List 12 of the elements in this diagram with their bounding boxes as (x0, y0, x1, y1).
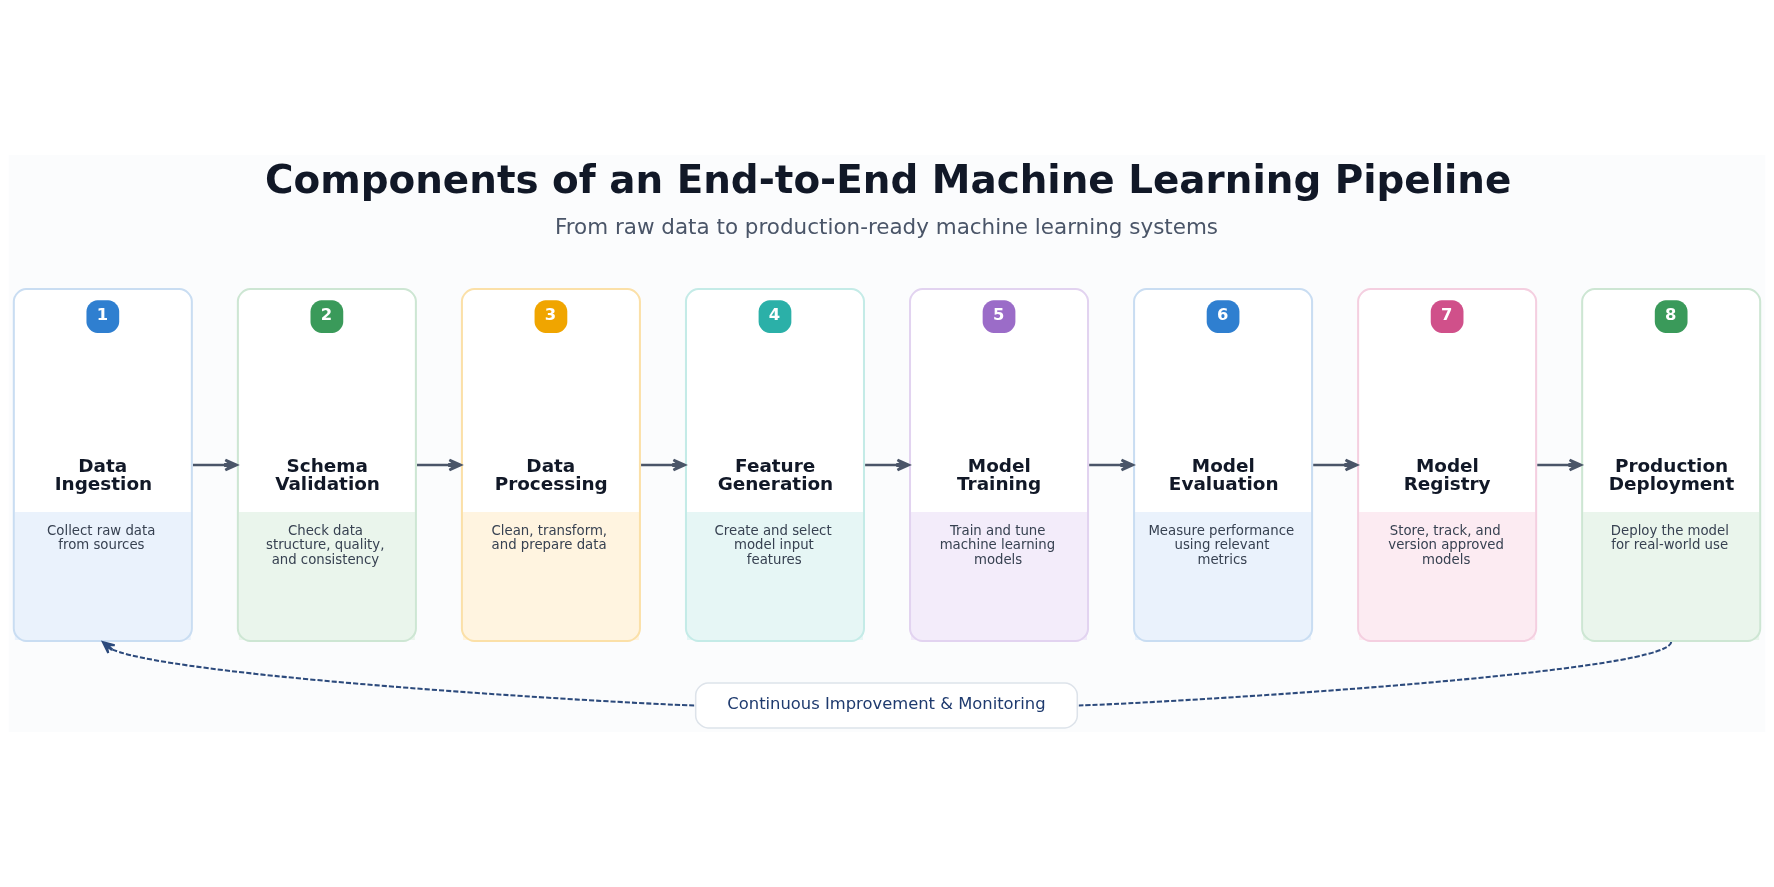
arrow (192, 458, 238, 472)
node-box: Continuous Improvement & Monitoring (694, 682, 1079, 729)
arrow (865, 458, 911, 472)
arrow (417, 458, 462, 472)
arrow (641, 458, 686, 472)
arrow (1089, 458, 1135, 472)
label: From raw data to production-ready machine learning systems (554, 214, 1219, 240)
arrow (1537, 458, 1583, 472)
diagram-title: Components of an End-to-End Machine Learning Pipeline (264, 157, 1512, 203)
connector (1078, 641, 1672, 707)
arrow (101, 640, 695, 707)
arrow (1313, 458, 1359, 472)
